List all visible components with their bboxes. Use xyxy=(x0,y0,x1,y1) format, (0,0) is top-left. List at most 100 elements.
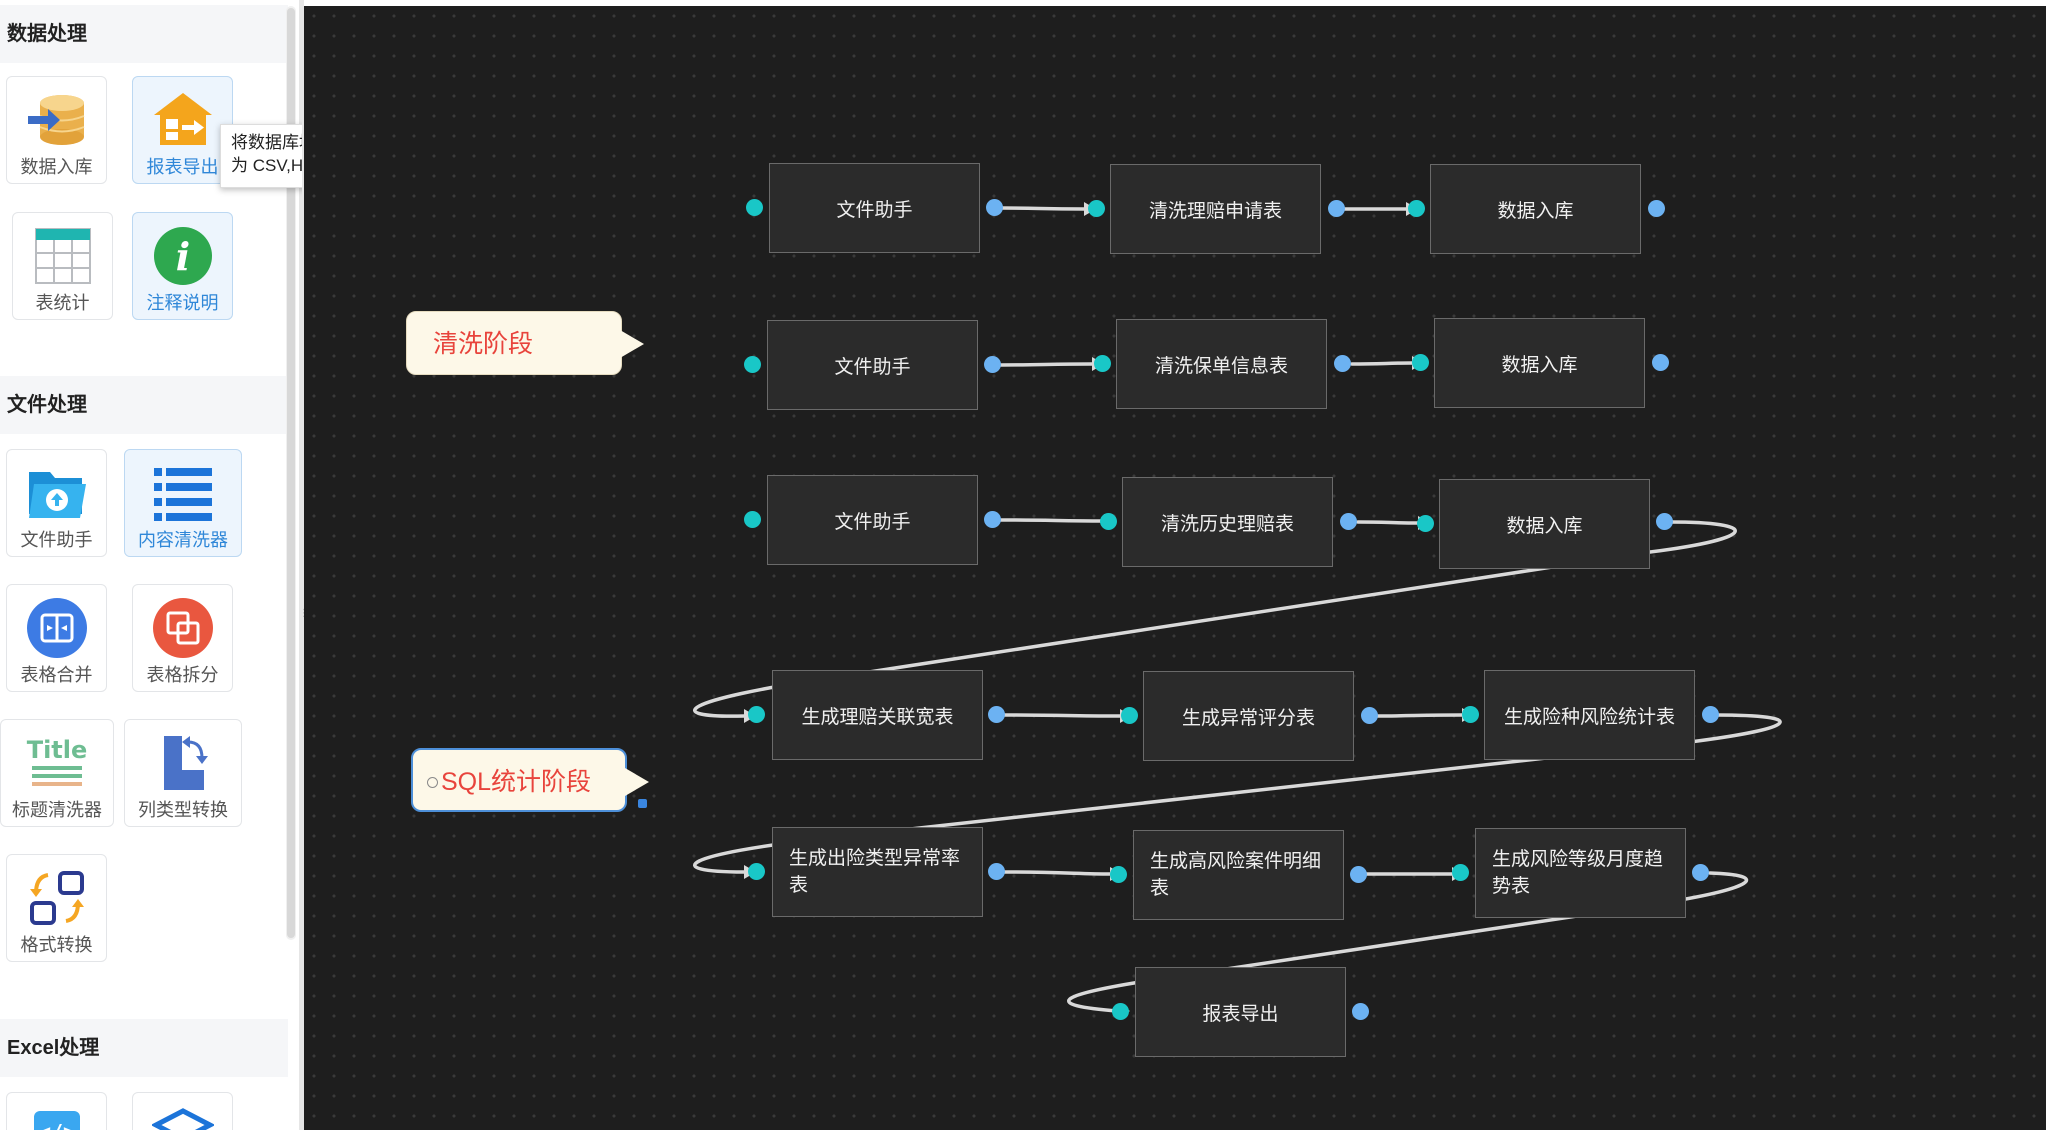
wire xyxy=(1356,520,1420,525)
svg-text:</>: </> xyxy=(38,1120,74,1130)
node-risk-monthly-trend[interactable]: 生成风险等级月度趋势表 xyxy=(1475,828,1686,918)
report-export-icon xyxy=(153,93,212,145)
category-header-file-processing[interactable]: 文件处理 xyxy=(0,376,288,434)
output-port[interactable] xyxy=(1652,354,1669,371)
output-port[interactable] xyxy=(988,706,1005,723)
stage-note-cleaning[interactable]: 清洗阶段 xyxy=(406,311,644,375)
tool-annotation[interactable]: i 注释说明 xyxy=(132,212,233,320)
input-port[interactable] xyxy=(1408,200,1425,217)
tool-excel-code[interactable]: </> xyxy=(6,1092,107,1130)
output-port[interactable] xyxy=(1361,707,1378,724)
tool-label: 列类型转换 xyxy=(138,800,228,820)
node-data-import-2[interactable]: 数据入库 xyxy=(1434,318,1645,408)
input-port[interactable] xyxy=(744,511,761,528)
node-label: 生成高风险案件明细 xyxy=(1150,851,1322,872)
input-port[interactable] xyxy=(748,863,765,880)
output-port[interactable] xyxy=(986,199,1003,216)
tool-format-convert[interactable]: 格式转换 xyxy=(6,854,107,962)
note-anchor-icon xyxy=(427,777,438,788)
note-text: 清洗阶段 xyxy=(433,330,534,358)
output-port[interactable] xyxy=(984,511,1001,528)
node-risk-stats-table[interactable]: 生成险种风险统计表 xyxy=(1484,670,1695,760)
wire xyxy=(998,518,1106,523)
node-file-helper-2[interactable]: 文件助手 xyxy=(767,320,978,410)
node-report-export[interactable]: 报表导出 xyxy=(1135,967,1346,1057)
wire xyxy=(1000,206,1086,211)
tool-label: 文件助手 xyxy=(20,530,93,550)
input-port[interactable] xyxy=(1452,864,1469,881)
node-label: 数据入库 xyxy=(1497,200,1574,222)
stage-note-sql[interactable]: SQL统计阶段 xyxy=(411,748,649,812)
tool-file-helper[interactable]: 文件助手 xyxy=(6,449,107,557)
output-port[interactable] xyxy=(1328,200,1345,217)
output-port[interactable] xyxy=(1702,706,1719,723)
tool-table-stats[interactable]: 表统计 xyxy=(12,212,113,320)
tool-title-cleaner[interactable]: Title 标题清洗器 xyxy=(0,719,114,827)
node-label: 数据入库 xyxy=(1501,354,1578,376)
tool-label: 标题清洗器 xyxy=(12,800,102,820)
list-icon xyxy=(154,468,212,521)
input-port[interactable] xyxy=(744,356,761,373)
output-port[interactable] xyxy=(1656,513,1673,530)
wire xyxy=(1350,361,1414,366)
node-clean-claim-history[interactable]: 清洗历史理赔表 xyxy=(1122,477,1333,567)
input-port[interactable] xyxy=(1462,706,1479,723)
output-port[interactable] xyxy=(988,863,1005,880)
tool-label: 注释说明 xyxy=(146,293,219,313)
node-file-helper-1[interactable]: 文件助手 xyxy=(769,163,980,253)
output-port[interactable] xyxy=(984,356,1001,373)
output-port[interactable] xyxy=(1692,864,1709,881)
note-tail xyxy=(625,768,649,796)
svg-text:i: i xyxy=(175,234,189,279)
node-label: 生成风险等级月度趋 xyxy=(1492,849,1664,870)
tool-table-split[interactable]: 表格拆分 xyxy=(132,584,233,692)
tool-label: 表格拆分 xyxy=(146,665,219,685)
node-label: 势表 xyxy=(1492,876,1531,897)
input-port[interactable] xyxy=(1088,200,1105,217)
node-file-helper-3[interactable]: 文件助手 xyxy=(767,475,978,565)
node-label: 报表导出 xyxy=(1202,1003,1279,1025)
folder-upload-icon xyxy=(28,472,86,518)
output-port[interactable] xyxy=(1648,200,1665,217)
node-clean-claim-application[interactable]: 清洗理赔申请表 xyxy=(1110,164,1321,254)
node-label: 文件助手 xyxy=(834,511,911,533)
output-port[interactable] xyxy=(1334,355,1351,372)
tool-excel-layers[interactable] xyxy=(132,1092,233,1130)
node-data-import-1[interactable]: 数据入库 xyxy=(1430,164,1641,254)
node-palette-sidebar: 数据处理 数据入库 报表导出 将数据库堆中的表导出 为 CSV,HTML文件 xyxy=(0,0,302,1130)
output-port[interactable] xyxy=(1340,513,1357,530)
node-claim-wide-table[interactable]: 生成理赔关联宽表 xyxy=(772,670,983,760)
node-data-import-3[interactable]: 数据入库 xyxy=(1439,479,1650,569)
input-port[interactable] xyxy=(1412,354,1429,371)
title-icon: Title xyxy=(27,736,87,786)
input-port[interactable] xyxy=(1112,1003,1129,1020)
input-port[interactable] xyxy=(1110,866,1127,883)
category-header-data-processing[interactable]: 数据处理 xyxy=(0,5,288,63)
database-import-icon xyxy=(27,95,84,145)
node-high-risk-cases[interactable]: 生成高风险案件明细表 xyxy=(1133,830,1344,920)
tool-report-export[interactable]: 报表导出 xyxy=(132,76,233,184)
node-label: 表 xyxy=(1150,878,1170,899)
output-port[interactable] xyxy=(1350,866,1367,883)
sidebar-scrollbar-thumb[interactable] xyxy=(287,8,295,938)
note-tail xyxy=(620,330,644,358)
output-port[interactable] xyxy=(1352,1003,1369,1020)
input-port[interactable] xyxy=(1100,513,1117,530)
input-port[interactable] xyxy=(1417,515,1434,532)
input-port[interactable] xyxy=(746,199,763,216)
input-port[interactable] xyxy=(1094,355,1111,372)
panel-splitter[interactable] xyxy=(299,0,304,1130)
input-port[interactable] xyxy=(1121,707,1138,724)
tool-column-type-convert[interactable]: 列类型转换 xyxy=(124,719,242,827)
tool-data-import[interactable]: 数据入库 xyxy=(6,76,107,184)
note-resize-handle[interactable] xyxy=(638,799,647,808)
category-header-excel-processing[interactable]: Excel处理 xyxy=(0,1019,288,1077)
node-clean-policy-info[interactable]: 清洗保单信息表 xyxy=(1116,319,1327,409)
node-anomaly-score-table[interactable]: 生成异常评分表 xyxy=(1143,671,1354,761)
node-incident-anomaly-rate[interactable]: 生成出险类型异常率表 xyxy=(772,827,983,917)
input-port[interactable] xyxy=(748,706,765,723)
tool-label: 表统计 xyxy=(35,293,90,313)
table-merge-icon xyxy=(26,598,87,658)
tool-content-cleaner[interactable]: 内容清洗器 xyxy=(124,449,242,557)
tool-table-merge[interactable]: 表格合并 xyxy=(6,584,107,692)
